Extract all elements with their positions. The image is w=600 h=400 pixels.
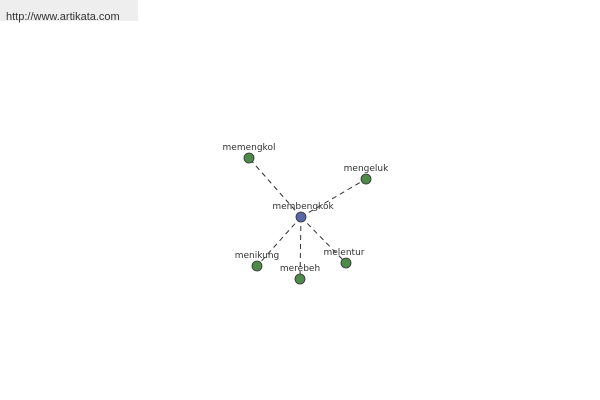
center-node[interactable] <box>295 211 307 223</box>
node-label-memengkol[interactable]: memengkol <box>223 143 276 153</box>
node-mengeluk[interactable] <box>360 173 372 185</box>
edges <box>248 157 367 280</box>
source-url[interactable]: http://www.artikata.com <box>6 11 120 23</box>
node-merebeh[interactable] <box>294 273 306 285</box>
node-menikung[interactable] <box>251 260 263 272</box>
node-label-merebeh[interactable]: merebeh <box>280 264 320 274</box>
edge-menikung <box>256 216 302 267</box>
url-bar: http://www.artikata.com <box>0 0 138 23</box>
node-memengkol[interactable] <box>243 152 255 164</box>
edge-memengkol <box>248 157 302 218</box>
edge-mengeluk <box>300 178 367 218</box>
node-label-melentur[interactable]: melentur <box>324 248 365 258</box>
nodes <box>243 152 372 285</box>
node-melentur[interactable] <box>340 257 352 269</box>
edge-melentur <box>300 216 347 264</box>
node-label-menikung[interactable]: menikung <box>235 251 280 261</box>
center-node-label[interactable]: membengkok <box>272 202 334 212</box>
edge-merebeh <box>299 216 302 280</box>
node-label-mengeluk[interactable]: mengeluk <box>344 164 389 174</box>
